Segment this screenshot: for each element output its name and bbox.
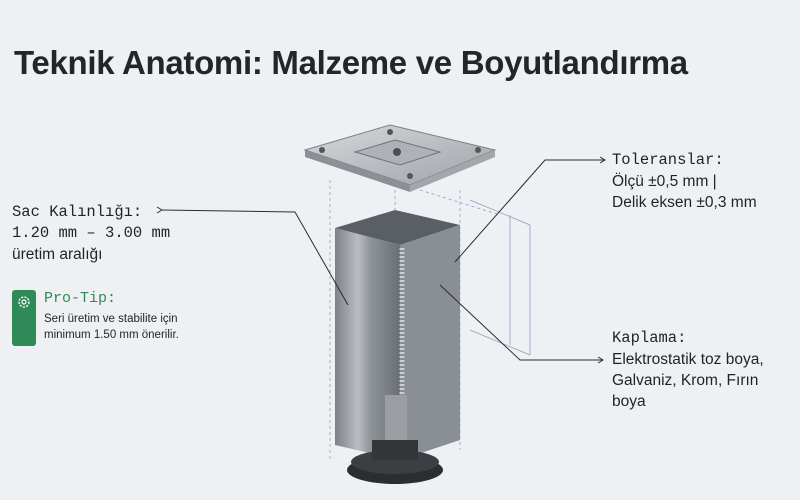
tolerances-callout: Toleranslar: Ölçü ±0,5 mm | Delik eksen …	[612, 150, 757, 213]
coating-callout: Kaplama: Elektrostatik toz boya, Galvani…	[612, 328, 764, 412]
coating-line2: Galvaniz, Krom, Fırın	[612, 372, 759, 389]
callout-lines	[156, 156, 606, 364]
coating-heading: Kaplama:	[612, 329, 687, 347]
coating-line3: boya	[612, 393, 646, 410]
dimension-lines	[469, 199, 531, 356]
thickness-note: üretim aralığı	[12, 246, 103, 263]
pro-tip-heading: Pro-Tip:	[44, 290, 117, 307]
thickness-heading: Sac Kalınlığı:	[12, 203, 143, 221]
gear-icon	[18, 296, 30, 308]
pro-tip-line1: Seri üretim ve stabilite için	[44, 313, 178, 325]
tolerances-line1: Ölçü ±0,5 mm |	[612, 173, 717, 190]
sheet-thickness-callout: Sac Kalınlığı: 1.20 mm – 3.00 mm üretim …	[12, 202, 170, 265]
pro-tip-line2: minimum 1.50 mm önerilir.	[44, 329, 179, 341]
page-title: Teknik Anatomi: Malzeme ve Boyutlandırma	[14, 44, 688, 81]
tolerances-line2: Delik eksen ±0,3 mm	[612, 194, 757, 211]
coating-line1: Elektrostatik toz boya,	[612, 351, 764, 368]
pro-tip-box: Pro-Tip: Seri üretim ve stabilite için m…	[12, 290, 252, 348]
thickness-range: 1.20 mm – 3.00 mm	[12, 224, 171, 242]
leveling-foot	[347, 395, 443, 484]
square-tube	[335, 210, 460, 460]
tolerances-heading: Toleranslar:	[612, 151, 724, 169]
mounting-plate	[303, 124, 497, 192]
